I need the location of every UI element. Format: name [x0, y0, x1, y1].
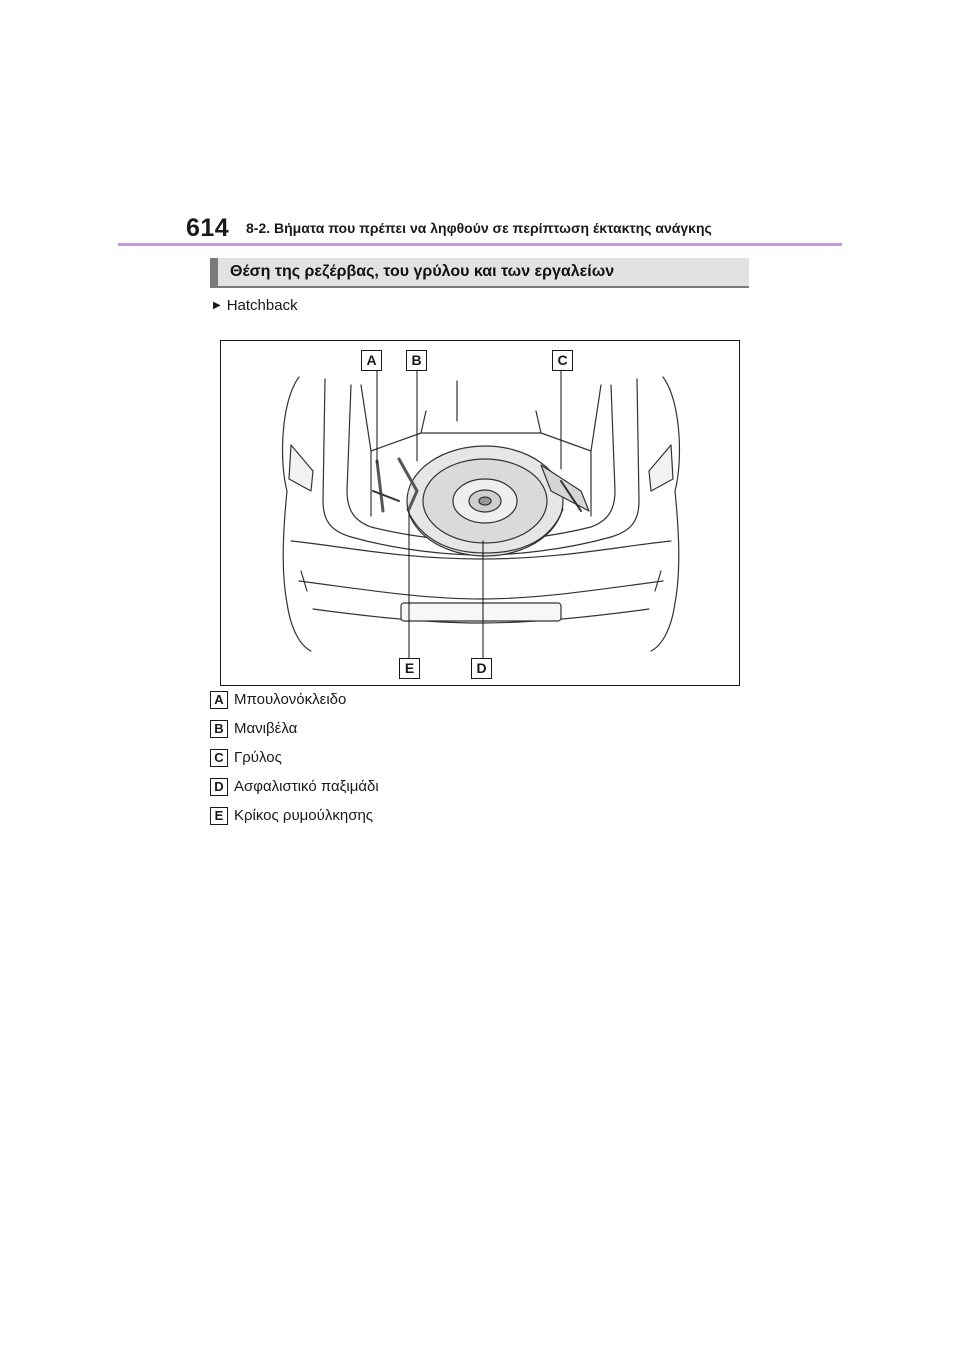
legend-item: C Γρύλος [210, 747, 282, 768]
figure-label-a: A [361, 350, 382, 371]
subheading: ▶ Hatchback [213, 297, 298, 314]
figure-label-e: E [399, 658, 420, 679]
legend-text: Γρύλος [234, 749, 282, 766]
legend-item: D Ασφαλιστικό παξιμάδι [210, 776, 379, 797]
legend-key: A [210, 690, 228, 709]
triangle-marker-icon: ▶ [213, 300, 221, 311]
legend-text: Μανιβέλα [234, 720, 298, 737]
page-number: 614 [186, 214, 230, 242]
subheading-label: Hatchback [226, 297, 298, 314]
header-divider [118, 243, 842, 246]
trunk-illustration: A B C D E [220, 340, 740, 686]
legend-key: D [210, 777, 228, 796]
legend-text: Κρίκος ρυμούλκησης [234, 807, 374, 824]
figure-label-d: D [471, 658, 492, 679]
legend-key: C [210, 748, 228, 767]
car-rear-drawing [281, 368, 681, 659]
legend-key: B [210, 719, 228, 738]
legend-item: E Κρίκος ρυμούλκησης [210, 805, 373, 826]
legend-text: Μπουλονόκλειδο [234, 691, 347, 708]
figure-label-b: B [406, 350, 427, 371]
legend-key: E [210, 806, 228, 825]
section-heading-box: Θέση της ρεζέρβας, του γρύλου και των ερ… [210, 258, 749, 288]
section-title: Θέση της ρεζέρβας, του γρύλου και των ερ… [230, 263, 615, 280]
legend-text: Ασφαλιστικό παξιμάδι [234, 778, 379, 795]
legend-item: B Μανιβέλα [210, 718, 297, 739]
legend-item: A Μπουλονόκλειδο [210, 689, 346, 710]
figure-label-c: C [552, 350, 573, 371]
chapter-title: 8-2. Βήματα που πρέπει να ληφθούν σε περ… [246, 220, 712, 236]
